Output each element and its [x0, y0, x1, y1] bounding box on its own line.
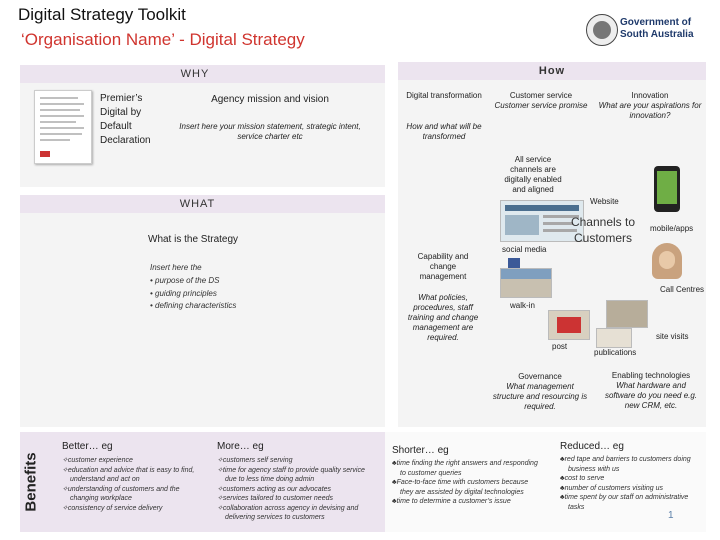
benefit-heading-shorter: Shorter… eg — [392, 445, 449, 456]
benefit-item: ✧education and advice that is easy to fi… — [62, 466, 195, 484]
capability-body: What policies, procedures, staff trainin… — [407, 293, 479, 342]
call-centre-agent-icon — [652, 243, 682, 279]
benefit-item: ♣cost to serve — [560, 475, 605, 482]
benefits-panel-left — [20, 432, 385, 532]
innovation-body: What are your aspirations for innovation… — [598, 101, 702, 120]
strategy-item: • defining characteristics — [150, 301, 237, 310]
digital-transformation-body: How and what will be transformed — [406, 122, 482, 141]
benefit-item: ✧services tailored to customer needs — [217, 495, 333, 502]
benefit-item: ✧customers self serving — [217, 457, 293, 464]
publications-label: publications — [594, 348, 637, 357]
government-logo: Government of South Australia — [586, 14, 706, 48]
website-thumbnail — [500, 200, 584, 242]
what-band-label: WHAT — [179, 198, 216, 210]
benefit-item: ✧customers acting as our advocates — [217, 485, 332, 493]
how-band: How — [398, 62, 706, 80]
benefit-item: ♣time finding the right answers and resp… — [392, 460, 538, 477]
toolkit-title: Digital Strategy Toolkit — [18, 5, 186, 24]
strategy-item: • guiding principles — [150, 289, 217, 298]
governance-title: Governance — [518, 372, 562, 381]
social-media-label: social media — [502, 245, 547, 254]
all-service-channels-note: All service channels are digitally enabl… — [504, 155, 562, 194]
benefit-list-reduced: ♣red tape and barriers to customers doin… — [560, 455, 704, 512]
strategy-insert-text: Insert here the — [150, 263, 202, 272]
benefits-label-box: Benefits — [14, 432, 48, 532]
what-band: WHAT — [20, 195, 385, 213]
how-band-label: How — [538, 65, 566, 77]
why-band-label: WHY — [180, 68, 210, 80]
benefit-item: ♣Face-to-face time with customers becaus… — [392, 479, 529, 496]
post-label: post — [552, 342, 568, 351]
benefit-item: ♣red tape and barriers to customers doin… — [560, 456, 691, 473]
mobile-apps-label: mobile/apps — [650, 224, 694, 233]
benefit-item: ♣number of customers visiting us — [560, 484, 664, 492]
governance-body: What management structure and resourcing… — [492, 382, 588, 411]
benefit-list-shorter: ♣time finding the right answers and resp… — [392, 459, 542, 507]
mobile-phone-icon — [654, 166, 680, 212]
benefit-item: ♣time to determine a customer’s issue — [392, 498, 511, 505]
declaration-title: Premier’s Digital by Default Declaration — [100, 93, 151, 146]
channels-to-customers-heading: Channels to Customers — [570, 215, 636, 245]
benefit-item: ♣time spent by our staff on administrati… — [560, 494, 689, 511]
strategy-subtitle: ‘Organisation Name’ - Digital Strategy — [21, 30, 305, 49]
declaration-thumbnail — [34, 90, 92, 164]
site-visits-thumbnail — [606, 300, 648, 328]
publications-thumbnail — [596, 328, 632, 348]
benefit-heading-more: More… eg — [217, 441, 264, 452]
benefits-panel-right — [385, 432, 706, 532]
page-number: 1 — [668, 510, 674, 521]
what-panel — [20, 195, 385, 427]
enabling-technologies-title: Enabling technologies — [611, 371, 691, 380]
social-media-icon — [508, 258, 520, 270]
customer-service-body: Customer service promise — [494, 101, 588, 110]
walk-in-thumbnail — [500, 268, 552, 298]
call-centres-label: Call Centres — [660, 285, 705, 294]
government-seal-icon — [586, 14, 618, 46]
benefits-label: Benefits — [22, 452, 40, 512]
capability-title: Capability and change management — [417, 252, 469, 281]
site-visits-label: site visits — [656, 332, 689, 341]
strategy-item: • purpose of the DS — [150, 276, 220, 285]
innovation-title: Innovation — [631, 91, 669, 100]
mission-body: Insert here your mission statement, stra… — [179, 122, 361, 141]
benefit-item: ✧collaboration across agency in devising… — [217, 504, 359, 522]
benefit-heading-better: Better… eg — [62, 441, 113, 452]
walk-in-label: walk-in — [510, 301, 535, 310]
post-thumbnail — [548, 310, 590, 340]
website-label: Website — [590, 197, 619, 206]
enabling-technologies-body: What hardware and software do you need e… — [604, 381, 698, 410]
customer-service-title: Customer service — [509, 91, 573, 100]
benefit-list-better: ✧customer experience ✧education and advi… — [62, 456, 198, 513]
benefit-heading-reduced: Reduced… eg — [560, 441, 624, 452]
benefit-item: ✧time for agency staff to provide qualit… — [217, 466, 365, 484]
strategy-heading: What is the Strategy — [148, 234, 239, 245]
how-panel — [398, 62, 706, 427]
benefit-list-more: ✧customers self serving ✧time for agency… — [217, 456, 373, 523]
government-logo-text: Government of South Australia — [620, 17, 694, 40]
benefit-item: ✧customer experience — [62, 457, 133, 464]
why-band: WHY — [20, 65, 385, 83]
mission-heading: Agency mission and vision — [211, 94, 329, 105]
benefit-item: ✧understanding of customers and the chan… — [62, 485, 180, 503]
benefit-item: ✧consistency of service delivery — [62, 504, 163, 512]
digital-transformation-title: Digital transformation — [406, 91, 482, 100]
